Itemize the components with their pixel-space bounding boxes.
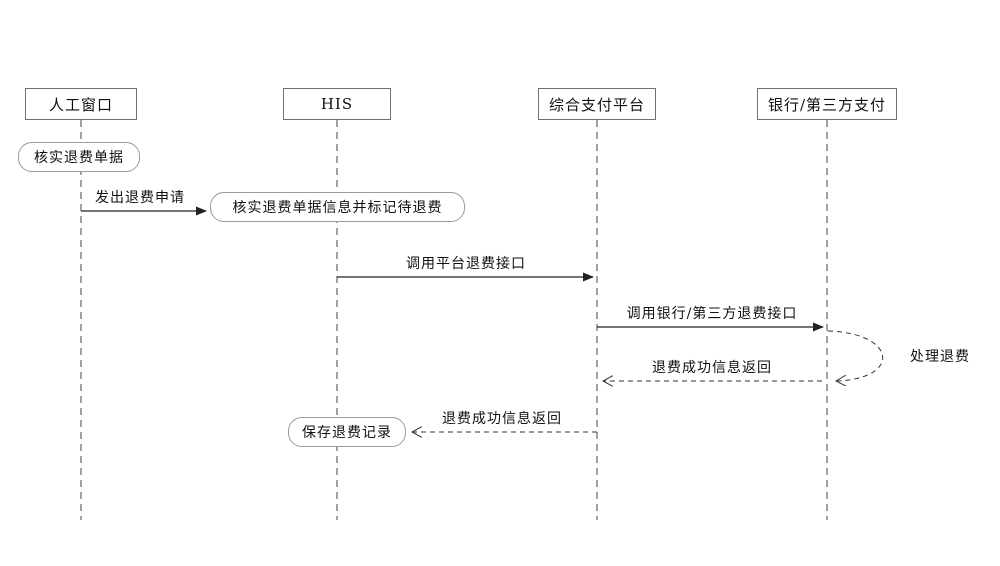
node-label: 核实退费单据 bbox=[34, 150, 124, 166]
self-loop-process-refund bbox=[827, 330, 884, 381]
actor-manual-window: 人工窗口 bbox=[25, 88, 137, 120]
node-label: 核实退费单据信息并标记待退费 bbox=[232, 200, 443, 216]
message-label-refund-success-return-2: 退费成功信息返回 bbox=[440, 408, 564, 428]
node-verify-and-mark-pending-refund: 核实退费单据信息并标记待退费 bbox=[210, 192, 465, 222]
message-label-call-platform-refund-api: 调用平台退费接口 bbox=[404, 253, 528, 273]
node-label: 保存退费记录 bbox=[302, 425, 392, 441]
node-verify-refund-document: 核实退费单据 bbox=[18, 142, 140, 172]
actor-label: 银行/第三方支付 bbox=[767, 95, 887, 114]
actor-label: 人工窗口 bbox=[48, 95, 113, 114]
message-label-call-bank-refund-api: 调用银行/第三方退费接口 bbox=[624, 303, 800, 323]
actor-bank-thirdparty: 银行/第三方支付 bbox=[757, 88, 897, 120]
node-save-refund-record: 保存退费记录 bbox=[288, 417, 406, 447]
actor-payment-platform: 综合支付平台 bbox=[538, 88, 656, 120]
message-label-send-refund-request: 发出退费申请 bbox=[93, 187, 187, 207]
message-label-process-refund: 处理退费 bbox=[908, 346, 972, 366]
actor-label: HIS bbox=[320, 95, 354, 113]
message-label-refund-success-return-1: 退费成功信息返回 bbox=[650, 357, 774, 377]
actor-his: HIS bbox=[283, 88, 391, 120]
actor-label: 综合支付平台 bbox=[548, 95, 645, 114]
